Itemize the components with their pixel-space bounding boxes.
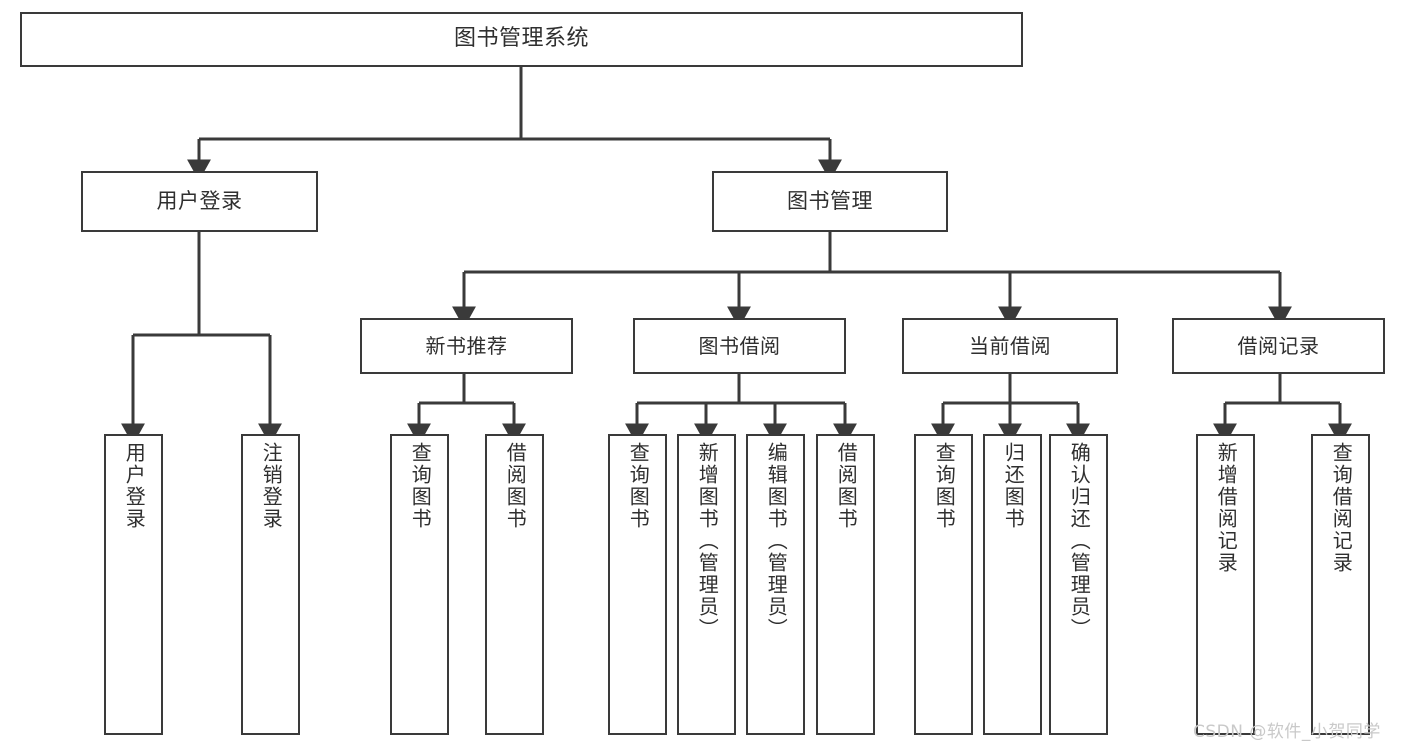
leaf-current-borrow-confirm[interactable]: 确认归还（管理员） xyxy=(1049,434,1108,735)
node-book-borrow[interactable]: 图书借阅 xyxy=(633,318,846,374)
csdn-watermark: CSDN @软件_小贺同学 xyxy=(1193,722,1381,742)
node-current-borrow-label: 当前借阅 xyxy=(969,333,1051,358)
leaf-user-login-logout-label: 注销登录 xyxy=(259,442,284,530)
leaf-current-borrow-return-label: 归还图书 xyxy=(1001,442,1026,530)
leaf-new-book-query-label: 查询图书 xyxy=(408,442,433,530)
leaf-book-borrow-query-label: 查询图书 xyxy=(626,442,651,530)
leaf-user-login-login-label: 用户登录 xyxy=(122,442,147,530)
leaf-book-borrow-add-label: 新增图书（管理员） xyxy=(695,442,720,640)
leaf-current-borrow-query[interactable]: 查询图书 xyxy=(914,434,973,735)
node-user-login[interactable]: 用户登录 xyxy=(81,171,318,232)
leaf-new-book-borrow-label: 借阅图书 xyxy=(503,442,528,530)
leaf-new-book-borrow[interactable]: 借阅图书 xyxy=(485,434,544,735)
leaf-borrow-record-add-label: 新增借阅记录 xyxy=(1214,442,1239,574)
node-book-management[interactable]: 图书管理 xyxy=(712,171,948,232)
node-borrow-record-label: 借阅记录 xyxy=(1237,333,1320,358)
node-book-borrow-label: 图书借阅 xyxy=(698,333,781,358)
leaf-borrow-record-add[interactable]: 新增借阅记录 xyxy=(1196,434,1255,735)
leaf-borrow-record-query-label: 查询借阅记录 xyxy=(1329,442,1354,574)
leaf-book-borrow-query[interactable]: 查询图书 xyxy=(608,434,667,735)
node-borrow-record[interactable]: 借阅记录 xyxy=(1172,318,1385,374)
leaf-book-borrow-add[interactable]: 新增图书（管理员） xyxy=(677,434,736,735)
leaf-current-borrow-confirm-label: 确认归还（管理员） xyxy=(1067,442,1092,640)
leaf-user-login-logout[interactable]: 注销登录 xyxy=(241,434,300,735)
node-root[interactable]: 图书管理系统 xyxy=(20,12,1023,67)
leaf-current-borrow-query-label: 查询图书 xyxy=(932,442,957,530)
leaf-current-borrow-return[interactable]: 归还图书 xyxy=(983,434,1042,735)
node-book-management-label: 图书管理 xyxy=(787,188,873,213)
node-new-book-recommend[interactable]: 新书推荐 xyxy=(360,318,573,374)
node-user-login-label: 用户登录 xyxy=(156,188,243,213)
node-root-label: 图书管理系统 xyxy=(453,26,589,52)
leaf-book-borrow-borrow[interactable]: 借阅图书 xyxy=(816,434,875,735)
leaf-borrow-record-query[interactable]: 查询借阅记录 xyxy=(1311,434,1370,735)
leaf-user-login-login[interactable]: 用户登录 xyxy=(104,434,163,735)
leaf-new-book-query[interactable]: 查询图书 xyxy=(390,434,449,735)
node-current-borrow[interactable]: 当前借阅 xyxy=(902,318,1118,374)
leaf-book-borrow-edit[interactable]: 编辑图书（管理员） xyxy=(746,434,805,735)
leaf-book-borrow-edit-label: 编辑图书（管理员） xyxy=(764,442,789,640)
node-new-book-recommend-label: 新书推荐 xyxy=(425,333,508,358)
leaf-book-borrow-borrow-label: 借阅图书 xyxy=(834,442,859,530)
